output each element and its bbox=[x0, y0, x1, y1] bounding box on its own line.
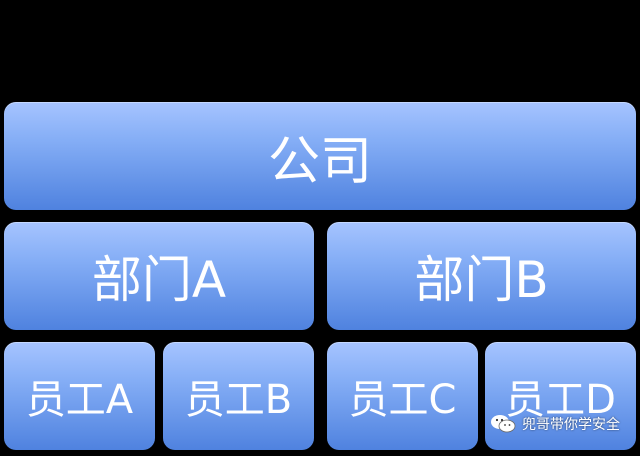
employee-b-node: 员工B bbox=[163, 342, 314, 450]
company-node: 公司 bbox=[4, 102, 636, 210]
employee-d-label: 员工D bbox=[505, 377, 616, 423]
department-a-label: 部门A bbox=[91, 251, 227, 309]
employee-a-label: 员工A bbox=[25, 377, 134, 423]
employee-b-label: 员工B bbox=[184, 377, 293, 423]
company-label: 公司 bbox=[267, 131, 372, 192]
employee-d-node: 员工D bbox=[485, 342, 636, 450]
department-a-node: 部门A bbox=[4, 222, 314, 330]
wechat-icon bbox=[490, 414, 516, 434]
employee-c-label: 员工C bbox=[348, 377, 457, 423]
department-b-label: 部门B bbox=[414, 251, 549, 309]
employee-a-node: 员工A bbox=[4, 342, 155, 450]
department-b-node: 部门B bbox=[327, 222, 636, 330]
employee-c-node: 员工C bbox=[327, 342, 478, 450]
watermark-text: 兜哥带你学安全 bbox=[522, 417, 620, 433]
watermark: 兜哥带你学安全 bbox=[490, 414, 620, 434]
